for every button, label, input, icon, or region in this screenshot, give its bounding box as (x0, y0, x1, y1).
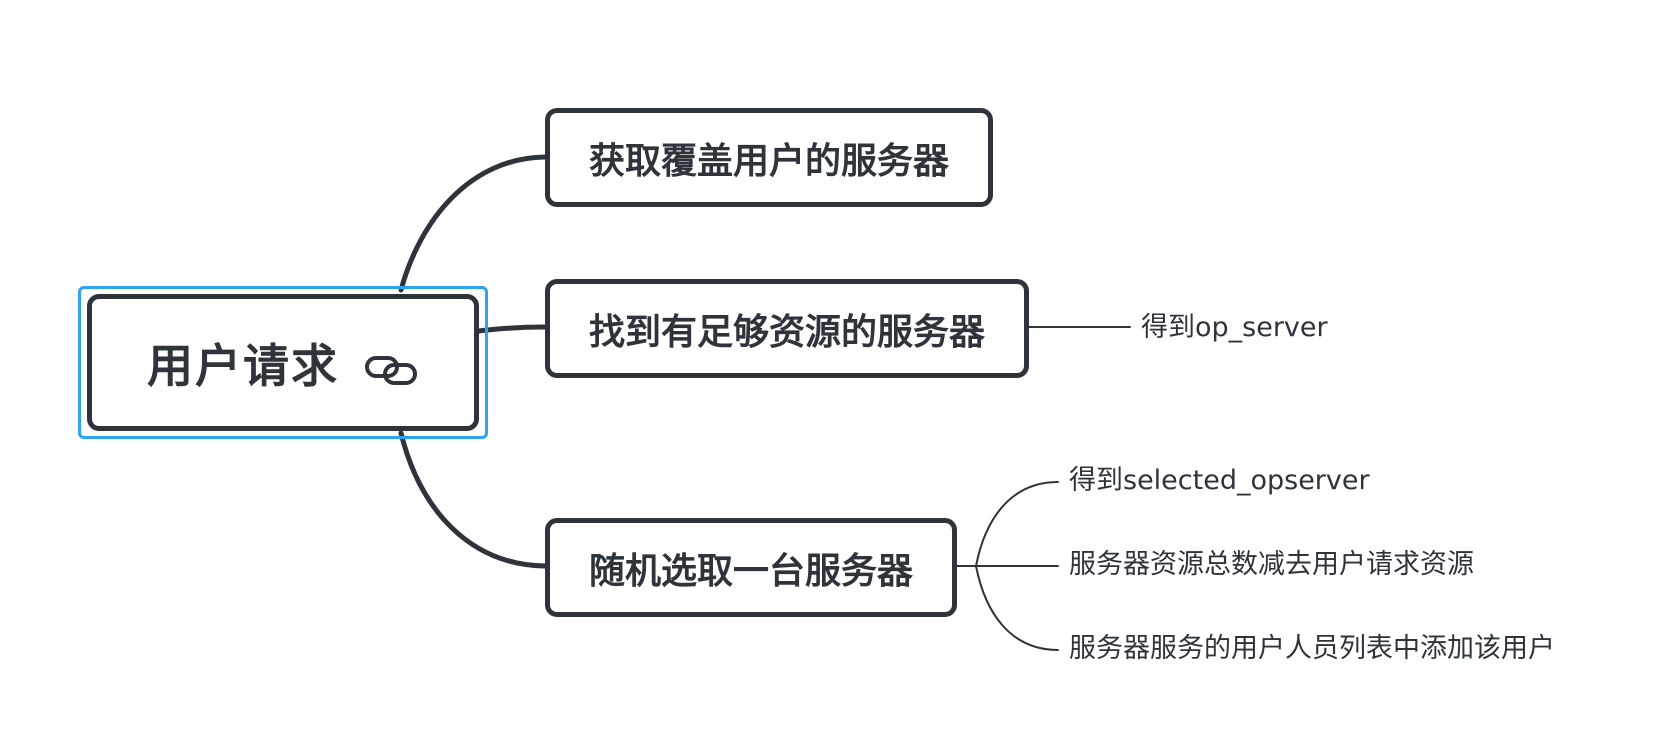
root-topic-label: 用户请求 (147, 338, 339, 393)
branch-node-random-server[interactable]: 随机选取一台服务器 (545, 518, 957, 617)
leaf-topic-op-server[interactable]: 得到op_server (1141, 312, 1328, 343)
connector-root-to-branch-3 (398, 430, 548, 569)
branch-node-coverage-servers[interactable]: 获取覆盖用户的服务器 (545, 108, 993, 207)
leaf-topic-selected-opserver[interactable]: 得到selected_opserver (1069, 465, 1370, 496)
branch-label: 找到有足够资源的服务器 (588, 311, 985, 353)
branch-label: 获取覆盖用户的服务器 (588, 140, 949, 182)
leaf-topic-subtract-resources[interactable]: 服务器资源总数减去用户请求资源 (1069, 549, 1474, 580)
root-topic-node[interactable]: 用户请求 (87, 294, 479, 431)
connector-branch-3-to-add (975, 565, 1059, 651)
branch-label: 随机选取一台服务器 (588, 550, 913, 592)
branch-node-sufficient-resources[interactable]: 找到有足够资源的服务器 (545, 279, 1029, 378)
leaf-topic-add-user[interactable]: 服务器服务的用户人员列表中添加该用户 (1069, 633, 1555, 664)
root-selection-ring (78, 286, 488, 439)
connector-branch-3-to-selected (956, 481, 1059, 567)
link-icon[interactable] (363, 345, 419, 385)
connector-root-to-branch-1 (398, 154, 548, 293)
